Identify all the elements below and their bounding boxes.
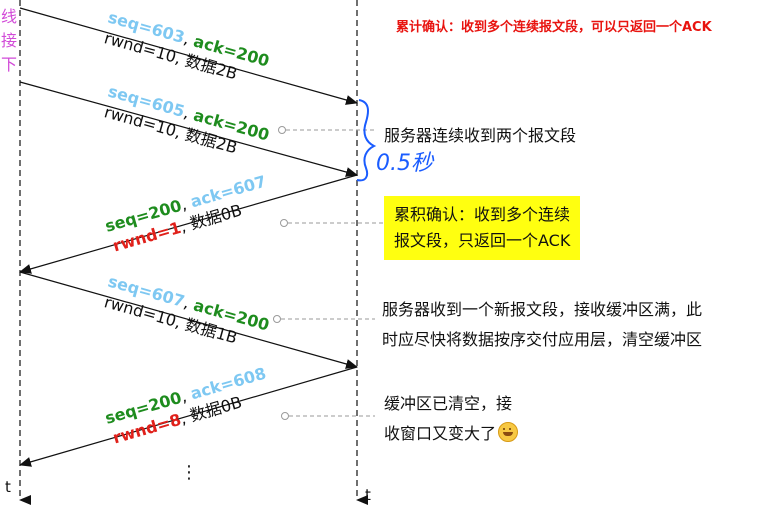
message-arrow-3 [19, 174, 358, 274]
annotation-buffer-cleared: 缓冲区已清空，接 收窗口又变大了 [384, 392, 519, 446]
continuation-dots: ⋮ [180, 462, 198, 483]
side-char-1: 线 [0, 7, 17, 26]
buffer-full-line-1: 服务器收到一个新报文段，接收缓冲区满，此 [382, 300, 703, 319]
handwritten-time: 0.5秒 [376, 151, 435, 176]
axis-label-client: t [5, 478, 11, 496]
message-label-segment: , [178, 385, 193, 406]
message-arrow-2 [19, 81, 358, 177]
annotation-server-received-text: 服务器连续收到两个报文段 [384, 126, 577, 145]
buffer-full-line-2: 时应尽快将数据按序交付应用层，清空缓冲区 [382, 330, 703, 349]
buffer-cleared-line-2-wrap: 收窗口又变大了 [384, 422, 519, 446]
annotation-server-received: 服务器连续收到两个报文段 [384, 124, 576, 148]
leader-dot-4 [281, 412, 289, 420]
handwritten-brace [356, 99, 377, 182]
leader-dot-1 [278, 126, 286, 134]
message-label-2: seq=605, ack=200rwnd=10, 数据2B [100, 82, 271, 165]
message-arrow-4 [19, 271, 358, 369]
leader-dot-3 [273, 315, 281, 323]
cumulative-ack-line-1: 累积确认：收到多个连续 [394, 205, 571, 224]
message-arrow-5 [19, 366, 358, 467]
leader-dot-2 [280, 219, 288, 227]
cumulative-ack-line-2: 报文段，只返回一个ACK [394, 231, 571, 250]
message-label-3: seq=200, ack=607rwnd=1, 数据0B [103, 172, 274, 256]
side-char-3: 下 [0, 55, 17, 74]
message-label-segment: , [182, 103, 197, 124]
message-label-1: seq=603, ack=200rwnd=10, 数据2B [100, 8, 271, 91]
message-label-4: seq=607, ack=200rwnd=10, 数据1B [100, 272, 271, 355]
message-label-segment: , [178, 193, 193, 214]
message-label-segment: , [182, 293, 197, 314]
top-note: 累计确认：收到多个连续报文段，可以只返回一个ACK [396, 20, 712, 35]
annotation-buffer-full: 服务器收到一个新报文段，接收缓冲区满，此 时应尽快将数据按序交付应用层，清空缓冲… [382, 298, 702, 352]
side-char-2: 接 [0, 31, 17, 50]
annotation-cumulative-ack: 累积确认：收到多个连续 报文段，只返回一个ACK [384, 196, 581, 260]
buffer-cleared-line-1: 缓冲区已清空，接 [384, 394, 513, 413]
buffer-cleared-line-2: 收窗口又变大了 [384, 424, 497, 443]
axis-label-server: t [365, 486, 371, 504]
smile-emoji-icon [498, 422, 519, 442]
message-arrow-1 [19, 7, 358, 105]
message-label-segment: , [182, 29, 197, 50]
message-label-5: seq=200, ack=608rwnd=8, 数据0B [103, 364, 274, 448]
